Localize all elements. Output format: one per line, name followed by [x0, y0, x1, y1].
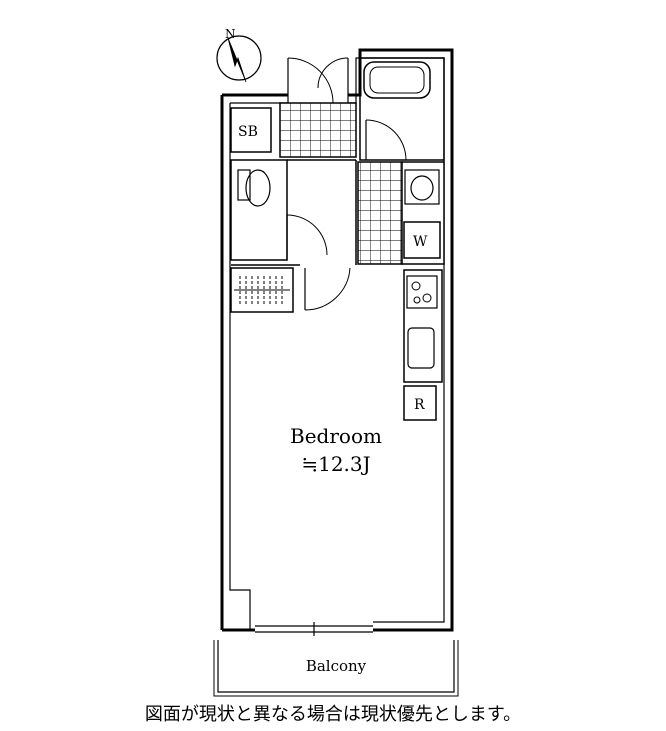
- balcony-window: [255, 622, 373, 636]
- bathtub-inner: [369, 66, 425, 94]
- compass-north-label: N: [225, 27, 236, 41]
- hallway-walls: [231, 159, 357, 266]
- entrance-tile-floor: [279, 102, 357, 158]
- refrigerator-label: R: [414, 397, 425, 413]
- compass: N: [216, 27, 262, 83]
- toilet-room: [230, 159, 288, 261]
- bedroom-name: Bedroom: [290, 424, 382, 448]
- toilet-fixture: [237, 169, 271, 207]
- kitchen-sink: [407, 327, 435, 369]
- bathroom-door: [365, 119, 407, 161]
- bathroom: [359, 57, 445, 161]
- stove: [406, 275, 438, 309]
- refrigerator-space: [403, 385, 437, 421]
- washer-space: [403, 221, 441, 259]
- kitchen: [403, 269, 443, 383]
- compass-circle: [216, 35, 262, 81]
- toilet-door: [286, 214, 328, 260]
- balcony: [213, 640, 459, 697]
- floor-plan: N SB W: [213, 27, 459, 697]
- bathtub: [363, 61, 431, 99]
- compass-arrow: [227, 37, 247, 83]
- washroom-tile-floor: [357, 161, 403, 265]
- washer-label: W: [413, 234, 428, 250]
- shoe-box-label: SB: [238, 124, 258, 140]
- closet: [230, 267, 294, 313]
- entrance-door: [287, 57, 349, 104]
- bedroom-door: [304, 267, 351, 311]
- balcony-label: Balcony: [306, 657, 367, 675]
- shoe-box: [230, 107, 272, 153]
- wash-basin: [404, 169, 440, 205]
- outer-wall: [220, 48, 454, 632]
- disclaimer-caption: 図面が現状と異なる場合は現状優先とします。: [144, 704, 522, 725]
- bedroom-size: ≒12.3J: [301, 452, 370, 476]
